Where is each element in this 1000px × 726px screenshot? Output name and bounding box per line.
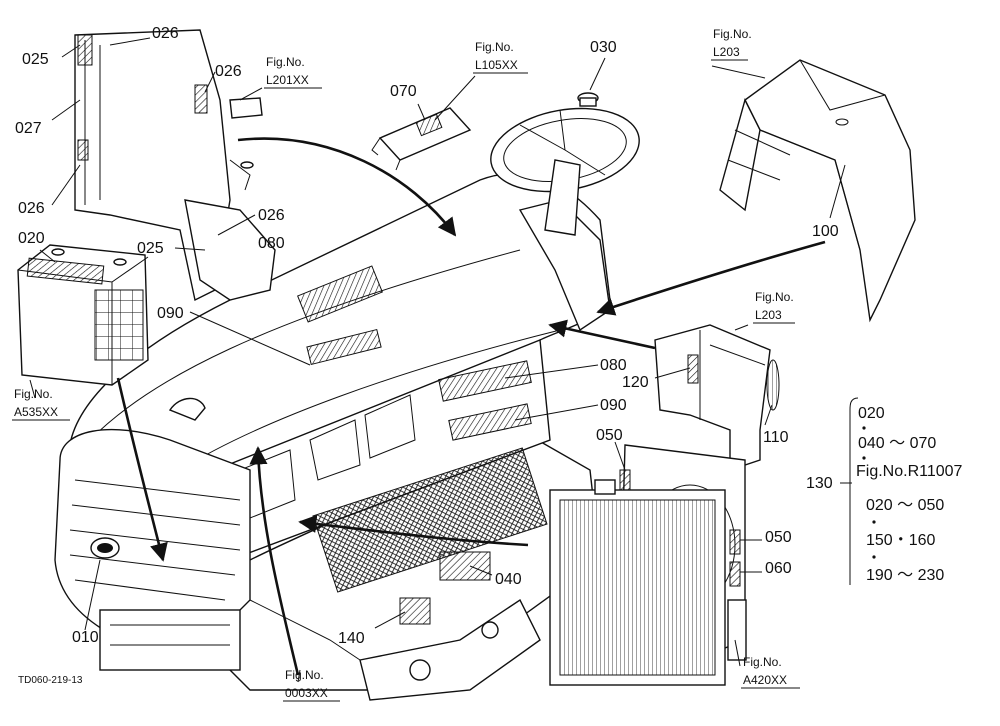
label-027: 027 [15,120,42,137]
reference-line-4: 020 ～ 050 [866,497,944,514]
reference-line-3: Fig.No.R11007 [856,463,963,480]
fig-ref-number: L201XX [266,73,309,87]
label-080: 080 [258,235,285,252]
reference-line-6: 190 ～ 230 [866,567,944,584]
radiator-drawing [549,444,747,686]
reference-line-5: 150・160 [866,532,935,549]
part-labels: 025 026 026 027 026 026 025 020 080 090 … [15,25,839,647]
fig-ref-number: L203 [755,308,782,322]
fig-ref-heading: Fig.No. [14,387,53,401]
reference-item-number: 130 [806,475,833,492]
label-026: 026 [215,63,242,80]
reference-block-130: 130 020 040 ～ 070 Fig.No.R11007 020 ～ 05… [806,397,963,585]
label-110: 110 [763,429,789,446]
canopy-drawing [719,59,916,323]
fig-ref-number: A420XX [743,673,787,687]
reference-line-2: 040 ～ 070 [858,435,936,452]
label-090: 090 [600,397,627,414]
fig-ref-heading: Fig.No. [266,55,305,69]
label-026: 026 [152,25,179,42]
figure-references: Fig.No. L201XX Fig.No. L105XX Fig.No. L2… [12,27,800,702]
label-050: 050 [765,529,792,546]
fig-ref-number: L203 [713,45,740,59]
fig-ref-heading: Fig.No. [285,668,324,682]
label-050: 050 [596,427,623,444]
fender-panel-drawing [74,29,276,302]
label-010: 010 [72,629,99,646]
steering-wheel-drawing [490,92,640,236]
reference-line-1: 020 [858,405,885,422]
fig-ref-number: L105XX [475,58,518,72]
label-100: 100 [812,223,839,240]
label-140: 140 [338,630,365,647]
drawing-code: TD060-219-13 [18,675,83,686]
fig-ref-heading: Fig.No. [713,27,752,41]
label-120: 120 [622,374,649,391]
battery-drawing [17,244,149,386]
label-080: 080 [600,357,627,374]
label-040: 040 [495,571,522,588]
label-060: 060 [765,560,792,577]
label-030: 030 [590,39,617,56]
label-025: 025 [22,51,49,68]
fig-ref-number: 0003XX [285,686,328,700]
side-shield-drawing [654,324,780,471]
label-020: 020 [18,230,45,247]
fig-ref-number: A535XX [14,405,58,419]
tractor-hood-drawing [54,172,611,701]
fig-ref-heading: Fig.No. [475,40,514,54]
label-025: 025 [137,240,164,257]
fig-ref-heading: Fig.No. [743,655,782,669]
label-026: 026 [258,207,285,224]
label-026: 026 [18,200,45,217]
label-090: 090 [157,305,184,322]
dash-cover-drawing [371,107,472,171]
arrows [116,137,826,676]
leader-lines [29,37,846,683]
label-070: 070 [390,83,417,100]
fig-ref-heading: Fig.No. [755,290,794,304]
